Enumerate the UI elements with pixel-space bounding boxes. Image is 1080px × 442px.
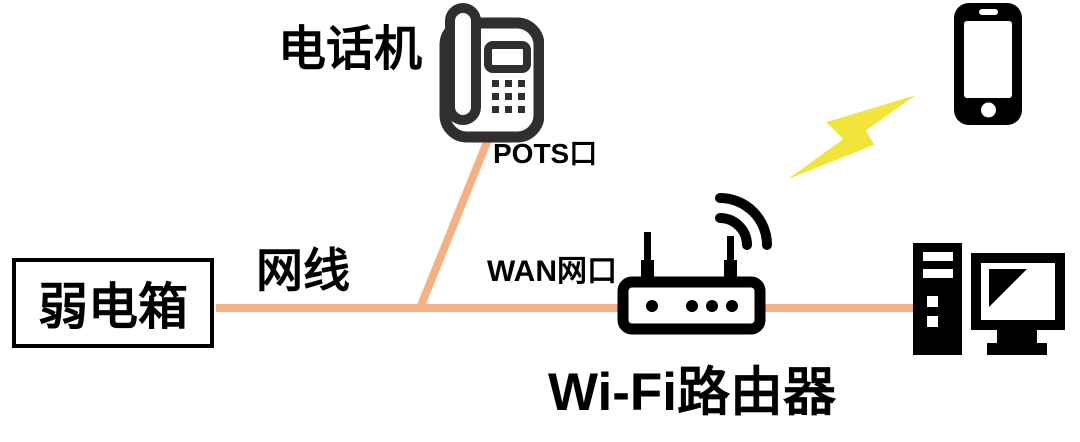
telephone-keypad xyxy=(492,80,525,113)
telephone-handset xyxy=(445,3,481,125)
smartphone-home-button xyxy=(981,102,996,118)
network-cable-line xyxy=(216,304,913,312)
smartphone-screen xyxy=(964,21,1012,98)
wan-port-label: WAN网口 xyxy=(487,255,617,288)
telephone-label: 电话机 xyxy=(278,23,423,76)
smartphone-icon xyxy=(954,3,1022,125)
wifi-router-icon xyxy=(617,193,772,335)
desktop-computer-icon xyxy=(913,243,1065,355)
lightning-bolt-icon xyxy=(787,95,916,180)
router-label: Wi-Fi路由器 xyxy=(548,363,837,422)
pots-port-label: POTS口 xyxy=(493,138,598,169)
cable-label: 网线 xyxy=(256,244,350,297)
router-antenna-right xyxy=(727,236,734,264)
wifi-signal-icon xyxy=(715,193,772,250)
weak-current-box-node: 弱电箱 xyxy=(12,258,214,348)
telephone-icon xyxy=(439,3,544,143)
smartphone-speaker xyxy=(979,9,998,15)
computer-monitor xyxy=(971,253,1065,355)
computer-tower xyxy=(913,243,962,355)
router-antenna-left xyxy=(644,232,651,264)
pots-cable-line xyxy=(416,139,492,310)
weak-current-box-label: 弱电箱 xyxy=(38,279,188,335)
